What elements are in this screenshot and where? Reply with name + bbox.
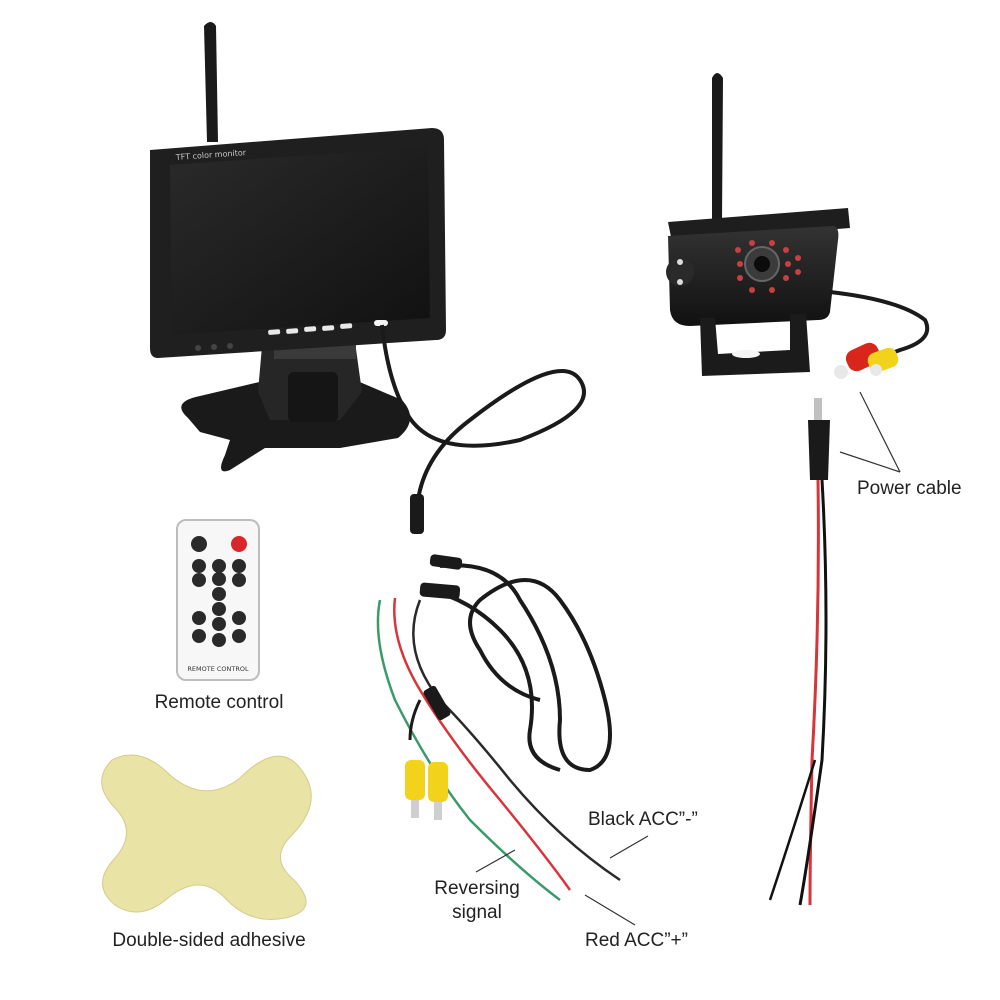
monitor-screen <box>170 147 430 335</box>
wire-red <box>393 597 572 891</box>
label-double-sided-adhesive: Double-sided adhesive <box>112 930 306 951</box>
power-cable-black-wire <box>798 479 828 906</box>
label-black-acc: Black ACC”-” <box>588 809 698 830</box>
label-power-cable: Power cable <box>857 478 962 499</box>
label-reversing-signal-line2: signal <box>452 902 502 923</box>
monitor-cable <box>380 324 586 509</box>
extension-harness <box>376 554 621 901</box>
label-red-acc: Red ACC”+” <box>585 930 688 951</box>
power-cable-pointers <box>839 391 901 473</box>
harness-pointers <box>475 835 649 926</box>
camera-cable <box>829 290 930 358</box>
camera-bracket <box>700 314 810 376</box>
remote-control: REMOTE CONTROL <box>176 519 260 681</box>
camera-ir-leds <box>735 240 801 293</box>
camera-antenna <box>712 73 723 222</box>
harness-rca-plugs <box>405 699 448 820</box>
monitor-cable-connector <box>410 494 424 534</box>
monitor-antenna <box>204 22 218 142</box>
label-reversing-signal-line1: Reversing <box>434 878 520 899</box>
adhesive-pad <box>101 754 312 920</box>
camera <box>666 73 930 379</box>
power-cable <box>768 398 830 906</box>
monitor: TFT color monitor <box>150 22 586 534</box>
wire-black <box>412 599 621 882</box>
label-remote-control: Remote control <box>154 692 284 713</box>
monitor-buttons <box>195 320 388 351</box>
remote-footer-text: REMOTE CONTROL <box>187 665 249 673</box>
power-cable-red-wire <box>808 479 820 906</box>
camera-rca-plugs <box>834 342 899 379</box>
